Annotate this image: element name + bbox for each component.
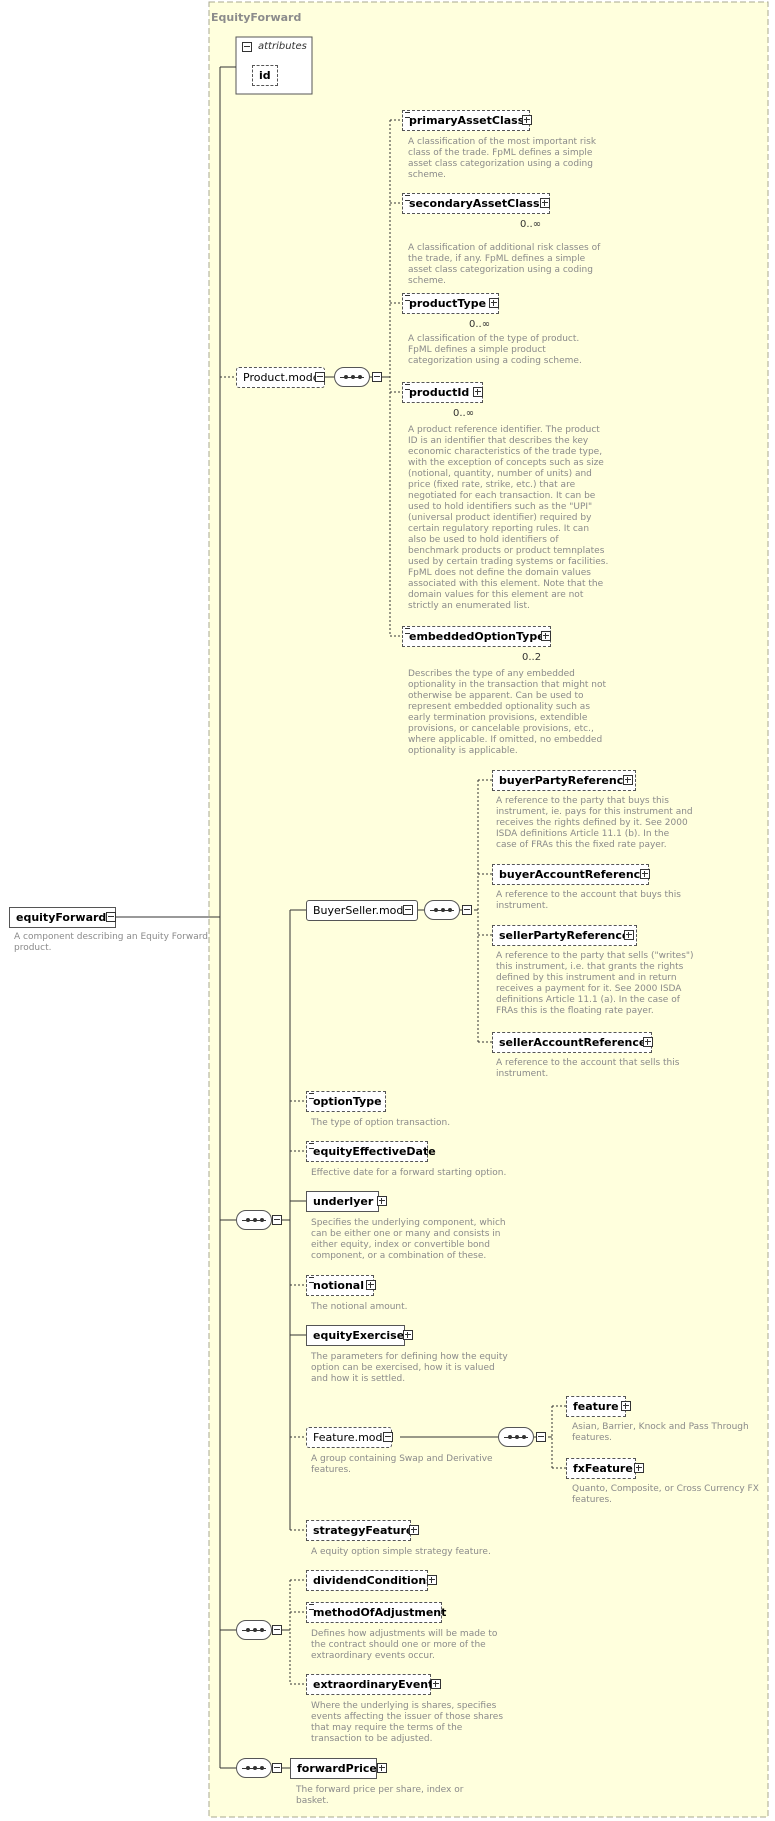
forwardprice-sequence-icon	[236, 1758, 272, 1778]
expand-extraordinaryevents-icon[interactable]	[431, 1679, 441, 1689]
expand-secondaryassetclass-icon[interactable]	[540, 198, 550, 208]
expand-producttype-icon[interactable]	[489, 298, 499, 308]
expand-underlyer-icon[interactable]	[377, 1196, 387, 1206]
productid-doc: A product reference identifier. The prod…	[408, 425, 609, 611]
container-title: EquityForward	[211, 11, 302, 24]
root-doc: A component describing an Equity Forward…	[14, 932, 208, 953]
attribute-id[interactable]: id	[252, 65, 278, 86]
secondaryassetclass-cardinality: 0..∞	[520, 219, 542, 230]
embeddedoptiontype-cardinality: 0..2	[522, 652, 542, 663]
element-dividendconditions[interactable]: dividendConditions	[306, 1570, 433, 1591]
buyeraccountreference-doc: A reference to the account that buys thi…	[496, 890, 681, 911]
element-fxfeature[interactable]: fxFeature	[566, 1458, 636, 1479]
collapse-feature-sequence-icon[interactable]	[536, 1432, 546, 1442]
element-productid[interactable]: productId	[402, 382, 483, 403]
element-strategyfeature[interactable]: strategyFeature	[306, 1520, 413, 1541]
underlyer-doc: Specifies the underlying component, whic…	[311, 1218, 506, 1261]
collapse-buyerseller-sequence-icon[interactable]	[462, 905, 472, 915]
notional-doc: The notional amount.	[311, 1302, 408, 1312]
expand-buyerpartyreference-icon[interactable]	[623, 775, 633, 785]
root-element-equityforward[interactable]: equityForward	[9, 907, 116, 928]
collapse-feature-model-icon[interactable]	[383, 1432, 393, 1442]
element-methodofadjustment[interactable]: methodOfAdjustment	[306, 1602, 446, 1623]
equityeffectivedate-doc: Effective date for a forward starting op…	[311, 1168, 507, 1178]
expand-feature-icon[interactable]	[621, 1401, 631, 1411]
element-forwardprice[interactable]: forwardPrice	[290, 1758, 377, 1779]
sequence-compositor-icon	[334, 367, 370, 387]
collapse-attributes-icon[interactable]	[242, 42, 252, 52]
element-extraordinaryevents[interactable]: extraordinaryEvents	[306, 1674, 440, 1695]
embeddedoptiontype-doc: Describes the type of any embedded optio…	[408, 669, 607, 756]
feature-sequence-icon	[498, 1427, 534, 1447]
sellerpartyreference-doc: A reference to the party that sells ("wr…	[496, 951, 694, 1016]
element-sellerpartyreference[interactable]: sellerPartyReference	[492, 925, 637, 946]
group-product-model[interactable]: Product.model	[236, 367, 325, 388]
productid-cardinality: 0..∞	[453, 408, 475, 419]
producttype-doc: A classification of the type of product.…	[408, 334, 582, 366]
primaryassetclass-doc: A classification of the most important r…	[408, 137, 597, 180]
collapse-buyerseller-model-icon[interactable]	[403, 905, 413, 915]
expand-selleraccountreference-icon[interactable]	[643, 1037, 653, 1047]
group-feature-model[interactable]: Feature.model	[306, 1427, 392, 1448]
group-buyerseller-model[interactable]: BuyerSeller.model	[306, 900, 418, 921]
element-equityeffectivedate[interactable]: equityEffectiveDate	[306, 1141, 436, 1162]
element-equityexercise[interactable]: equityExercise	[306, 1325, 405, 1346]
fxfeature-doc: Quanto, Composite, or Cross Currency FX …	[572, 1484, 759, 1505]
strategyfeature-doc: A equity option simple strategy feature.	[311, 1547, 491, 1557]
expand-primaryassetclass-icon[interactable]	[522, 115, 532, 125]
expand-forwardprice-icon[interactable]	[377, 1763, 387, 1773]
feature-doc: Asian, Barrier, Knock and Pass Through f…	[572, 1422, 749, 1443]
expand-embeddedoptiontype-icon[interactable]	[541, 631, 551, 641]
collapse-dividend-sequence-icon[interactable]	[272, 1625, 282, 1635]
expand-dividendconditions-icon[interactable]	[427, 1575, 437, 1585]
dividend-sequence-icon	[236, 1620, 272, 1640]
buyerseller-sequence-icon	[424, 900, 460, 920]
element-secondaryassetclass[interactable]: secondaryAssetClass	[402, 193, 550, 214]
element-producttype[interactable]: productType	[402, 293, 499, 314]
element-optiontype[interactable]: optionType	[306, 1091, 386, 1112]
element-buyerpartyreference[interactable]: buyerPartyReference	[492, 770, 636, 791]
secondaryassetclass-doc: A classification of additional risk clas…	[408, 243, 601, 286]
collapse-root-icon[interactable]	[106, 912, 116, 922]
element-underlyer[interactable]: underlyer	[306, 1191, 379, 1212]
collapse-product-model-icon[interactable]	[315, 372, 325, 382]
element-primaryassetclass[interactable]: primaryAssetClass	[402, 110, 530, 131]
element-embeddedoptiontype[interactable]: embeddedOptionType	[402, 626, 551, 647]
optiontype-doc: The type of option transaction.	[311, 1118, 451, 1128]
expand-sellerpartyreference-icon[interactable]	[624, 930, 634, 940]
expand-strategyfeature-icon[interactable]	[409, 1525, 419, 1535]
equityexercise-doc: The parameters for defining how the equi…	[311, 1352, 508, 1384]
main-sequence-compositor-icon	[236, 1210, 272, 1230]
selleraccountreference-doc: A reference to the account that sells th…	[496, 1058, 680, 1079]
feature-model-doc: A group containing Swap and Derivative f…	[311, 1454, 493, 1475]
expand-notional-icon[interactable]	[366, 1280, 376, 1290]
collapse-sequence-icon[interactable]	[372, 372, 382, 382]
buyerpartyreference-doc: A reference to the party that buys this …	[496, 796, 693, 850]
expand-productid-icon[interactable]	[473, 387, 483, 397]
element-notional[interactable]: notional	[306, 1275, 374, 1296]
attributes-label: attributes	[258, 41, 307, 52]
element-selleraccountreference[interactable]: sellerAccountReference	[492, 1032, 652, 1053]
expand-fxfeature-icon[interactable]	[634, 1463, 644, 1473]
element-feature[interactable]: feature	[566, 1396, 626, 1417]
collapse-forwardprice-sequence-icon[interactable]	[272, 1763, 282, 1773]
methodofadjustment-doc: Defines how adjustments will be made to …	[311, 1629, 498, 1661]
expand-buyeraccountreference-icon[interactable]	[640, 869, 650, 879]
forwardprice-doc: The forward price per share, index or ba…	[296, 1785, 464, 1806]
producttype-cardinality: 0..∞	[469, 319, 491, 330]
extraordinaryevents-doc: Where the underlying is shares, specifie…	[311, 1701, 504, 1744]
collapse-main-sequence-icon[interactable]	[272, 1215, 282, 1225]
element-buyeraccountreference[interactable]: buyerAccountReference	[492, 864, 649, 885]
expand-equityexercise-icon[interactable]	[403, 1330, 413, 1340]
